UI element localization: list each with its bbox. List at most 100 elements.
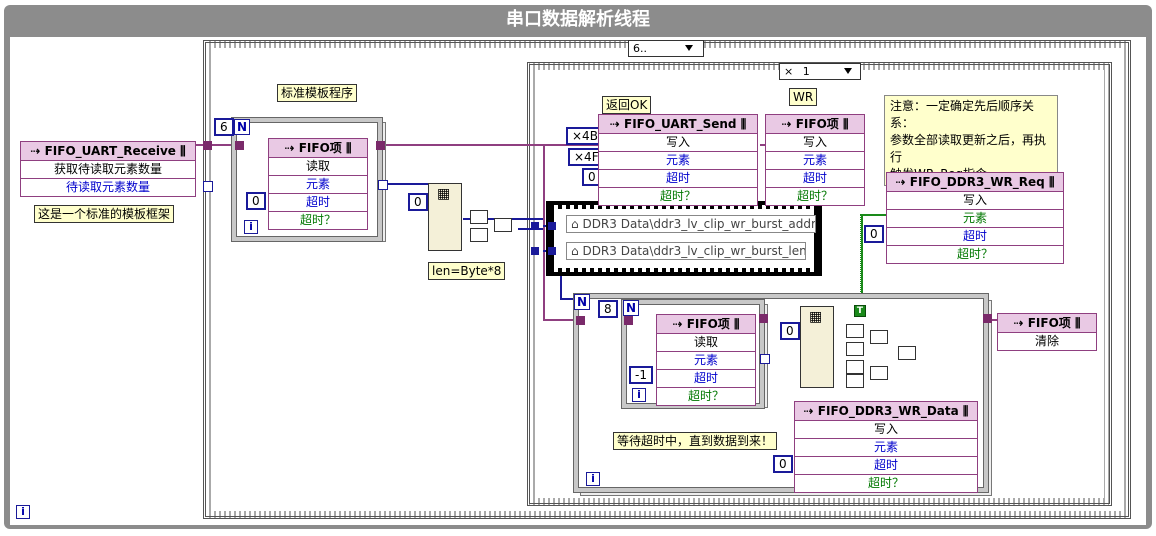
note-line: 注意：一定确定先后顺序关系：: [890, 99, 1035, 130]
iteration-terminal: i: [244, 220, 258, 234]
index-constant[interactable]: 0: [408, 193, 428, 211]
shift-register: [376, 141, 385, 150]
output-terminal[interactable]: [203, 181, 213, 192]
hex-4b-constant[interactable]: ×4B: [566, 127, 604, 145]
hex-4f-constant[interactable]: ×4F: [568, 148, 605, 166]
node-title: FIFO_UART_Receive: [44, 144, 176, 158]
node-row: 清除: [1034, 334, 1059, 348]
note-line: 参数全部读取更新之后，再执行: [890, 133, 1047, 164]
node-row: 超时: [599, 170, 757, 188]
node-header: ⇢ FIFO项 ⫼: [998, 314, 1096, 333]
node-title: FIFO_UART_Send: [624, 117, 737, 131]
home-icon: ⌂: [571, 244, 579, 258]
ddr3-burst-addr-ref[interactable]: ⌂ DDR3 Data\ddr3_lv_clip_wr_burst_addr: [566, 215, 816, 233]
timeout-constant[interactable]: 0: [864, 225, 884, 243]
iteration-terminal: i: [586, 472, 600, 486]
shift-register: [983, 314, 992, 323]
wait-message-label: 等待超时中，直到数据到来！: [613, 432, 778, 450]
join-numbers-function[interactable]: [870, 330, 888, 344]
template-frame-label: 这是一个标准的模板框架: [34, 205, 175, 223]
fifo-read-node[interactable]: ⇢ FIFO项 ⫼ 读取 元素 超时 超时？: [268, 138, 368, 230]
fifo-icon: ⫼: [345, 141, 352, 155]
node-row: 超时: [657, 370, 755, 388]
count-constant[interactable]: 6: [214, 118, 234, 136]
inner-case-selector[interactable]: × 1: [779, 63, 861, 80]
iteration-terminal: i: [16, 505, 30, 519]
node-header: ⇢ FIFO_UART_Receive ⫼: [21, 142, 195, 161]
fifo-clear-node[interactable]: ⇢ FIFO项 ⫼ 清除: [997, 313, 1097, 351]
bool-wire: [860, 214, 888, 216]
tunnel: [531, 247, 539, 255]
node-row: 超时: [766, 170, 864, 188]
join-numbers-function[interactable]: [470, 210, 488, 224]
join-numbers-function[interactable]: [870, 366, 888, 380]
ddr3-burst-len-ref[interactable]: ⌂ DDR3 Data\ddr3_lv_clip_wr_burst_len: [566, 242, 806, 260]
fifo-arrow-icon: ⇢: [609, 117, 620, 131]
fifo-ddr3-wr-req-node[interactable]: ⇢ FIFO_DDR3_WR_Req ⫼ 写入 元素 超时 超时？: [886, 172, 1064, 264]
timeout-constant[interactable]: 0: [246, 192, 266, 210]
fifo-arrow-icon: ⇢: [284, 141, 295, 155]
fifo-read-node[interactable]: ⇢ FIFO项 ⫼ 读取 元素 超时 超时？: [656, 314, 756, 406]
fifo-icon: ⫼: [1074, 316, 1081, 330]
index-array-function[interactable]: ▦: [800, 306, 834, 388]
shift-register: [576, 316, 585, 325]
fifo-icon: ⫼: [180, 144, 186, 158]
fifo-ddr3-wr-data-node[interactable]: ⇢ FIFO_DDR3_WR_Data ⫼ 写入 元素 超时 超时？: [794, 401, 978, 493]
fifo-write-node[interactable]: ⇢ FIFO项 ⫼ 写入 元素 超时 超时？: [765, 114, 865, 206]
fifo-arrow-icon: ⇢: [672, 317, 683, 331]
node-header: ⇢ FIFO_UART_Send ⫼: [599, 115, 757, 134]
join-numbers-function[interactable]: [846, 324, 864, 338]
array-icon: ▦: [437, 186, 451, 202]
node-header: ⇢ FIFO项 ⫼: [269, 139, 367, 158]
node-title: FIFO_DDR3_WR_Req: [909, 175, 1045, 189]
node-title: FIFO项: [795, 117, 839, 131]
timeout-constant[interactable]: -1: [629, 366, 653, 384]
int-wire: [518, 228, 543, 230]
fifo-arrow-icon: ⇢: [1013, 316, 1024, 330]
home-icon: ⌂: [571, 217, 579, 231]
fifo-uart-send-node[interactable]: ⇢ FIFO_UART_Send ⫼ 写入 元素 超时 超时？: [598, 114, 758, 206]
fifo-arrow-icon: ⇢: [895, 175, 906, 189]
join-numbers-function[interactable]: [494, 218, 512, 232]
shift-register: [235, 141, 244, 150]
node-row: 元素: [657, 352, 755, 370]
join-numbers-function[interactable]: [846, 374, 864, 388]
node-header: ⇢ FIFO项 ⫼: [657, 315, 755, 334]
len-expr-label: len=Byte*8: [428, 262, 506, 280]
join-numbers-function[interactable]: [470, 228, 488, 242]
index-array-function[interactable]: ▦: [428, 183, 462, 251]
node-row: 超时: [795, 457, 977, 475]
node-row: 获取待读取元素数量: [21, 161, 195, 179]
join-numbers-function[interactable]: [898, 346, 916, 360]
node-row: 写入: [766, 134, 864, 152]
fifo-uart-receive-node[interactable]: ⇢ FIFO_UART_Receive ⫼ 获取待读取元素数量 待读取元素数量: [20, 141, 196, 197]
join-numbers-function[interactable]: [846, 360, 864, 374]
template-program-label: 标准模板程序: [277, 84, 358, 102]
count-constant[interactable]: 8: [598, 300, 618, 318]
outer-case-selector[interactable]: 6..: [628, 40, 704, 57]
node-row: 超时？: [659, 189, 696, 203]
iteration-terminal: i: [632, 388, 646, 402]
tunnel: [203, 141, 212, 150]
int-wire: [383, 183, 431, 185]
fifo-icon: ⫼: [842, 117, 849, 131]
fifo-icon: ⫼: [740, 117, 747, 131]
node-row: 超时: [269, 194, 367, 212]
node-row: 元素: [795, 439, 977, 457]
node-row: 元素: [766, 152, 864, 170]
loop-count-terminal: N: [234, 119, 250, 135]
node-row: 超时: [887, 228, 1063, 246]
chevron-down-icon: [844, 68, 852, 74]
fifo-wire: [760, 144, 768, 146]
index-constant[interactable]: 0: [780, 322, 800, 340]
array-icon: ▦: [809, 309, 823, 325]
node-header: ⇢ FIFO项 ⫼: [766, 115, 864, 134]
node-row: 超时？: [299, 213, 336, 227]
fifo-arrow-icon: ⇢: [30, 144, 41, 158]
shift-register: [759, 314, 768, 323]
timeout-constant[interactable]: 0: [773, 455, 793, 473]
fifo-icon: ⫼: [962, 404, 969, 418]
inner-selector-prefix: ×: [784, 65, 794, 78]
join-numbers-function[interactable]: [846, 342, 864, 356]
node-title: FIFO项: [686, 317, 730, 331]
